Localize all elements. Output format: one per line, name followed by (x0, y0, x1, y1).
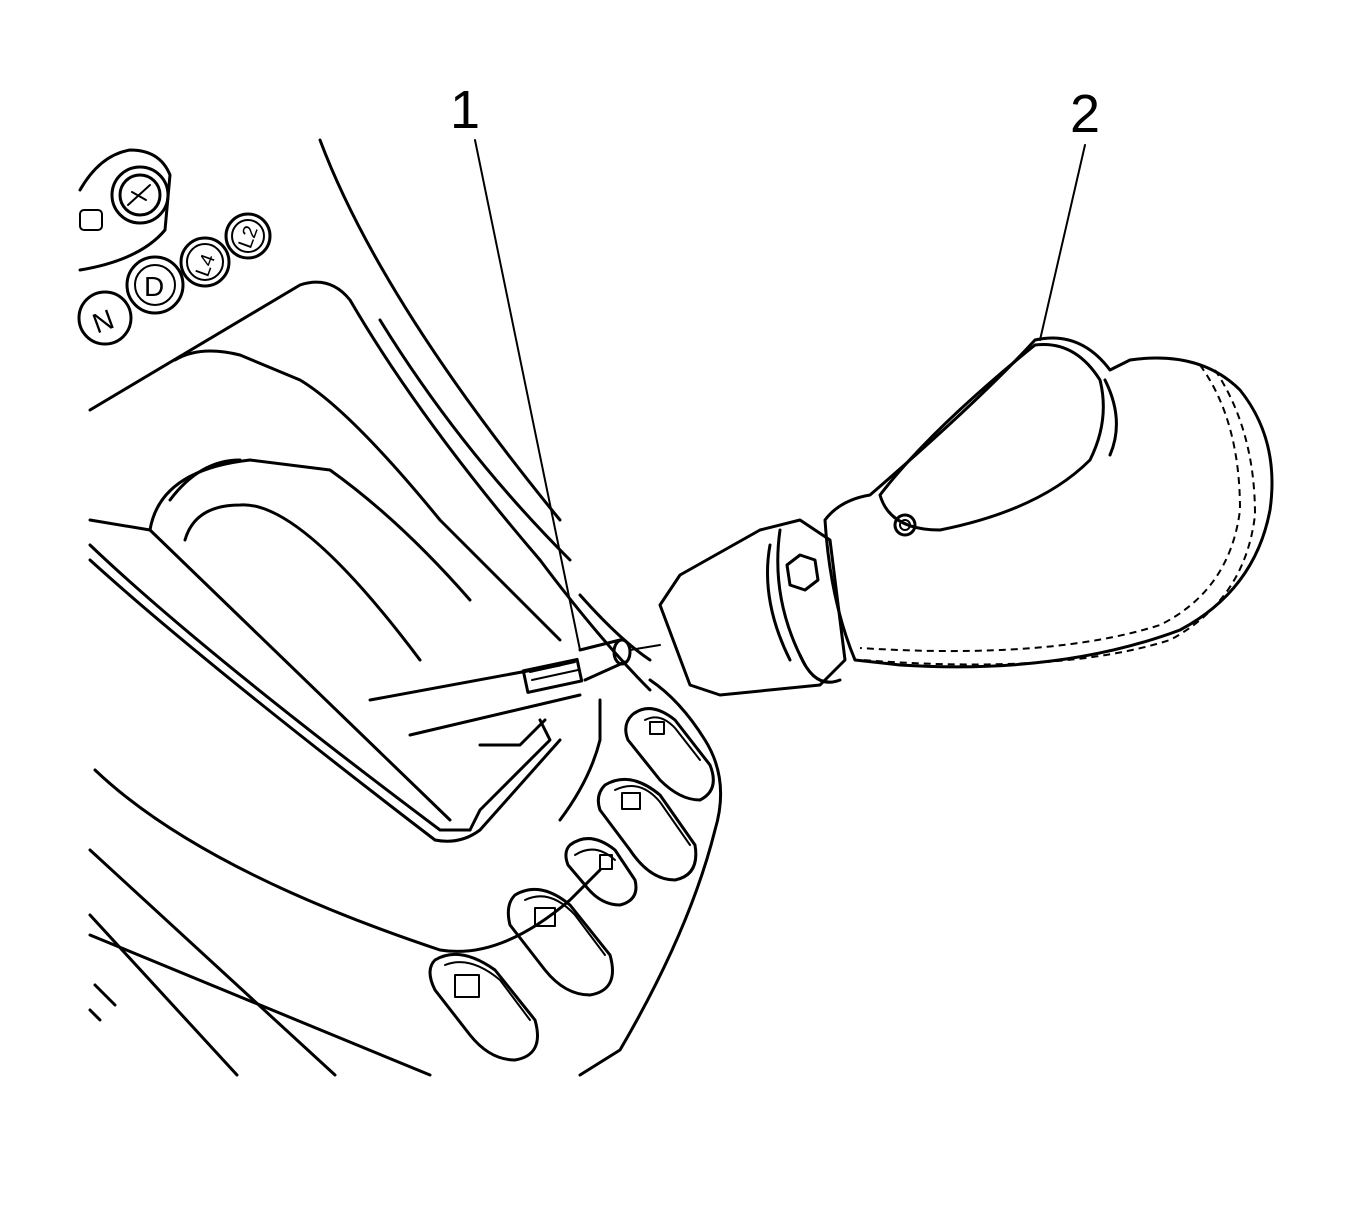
svg-text:N: N (88, 303, 118, 339)
gear-position-l2: L2 (224, 212, 272, 260)
callout-2: 2 (1039, 84, 1100, 341)
gear-position-l4: L4 (179, 236, 231, 288)
set-screw (785, 553, 820, 592)
console-trim-panel (88, 138, 723, 1077)
shift-lever (368, 638, 661, 737)
svg-text:1: 1 (450, 80, 480, 140)
lock-button-icon (599, 854, 613, 870)
svg-text:D: D (144, 271, 164, 302)
window-switch-icon (649, 721, 665, 735)
lock-button-icon (127, 184, 151, 206)
switch-4 (506, 887, 614, 997)
switch-5 (428, 952, 539, 1062)
window-switch-icon (621, 792, 641, 810)
release-button (893, 513, 917, 537)
callout-1: 1 (450, 80, 581, 651)
gear-position-n: N (77, 290, 133, 346)
window-switch-icon (454, 974, 480, 998)
svg-text:2: 2 (1070, 84, 1100, 144)
gear-indicator-panel: N D L4 L2 (77, 148, 272, 346)
switch-1 (624, 707, 715, 802)
switch-2 (596, 777, 698, 882)
switch-3 (564, 837, 638, 907)
console-switches (428, 707, 715, 1062)
window-switch-icon (534, 907, 556, 927)
shift-knob (658, 336, 1274, 697)
gear-position-d: D (125, 255, 185, 315)
window-switch-icon (79, 209, 103, 231)
